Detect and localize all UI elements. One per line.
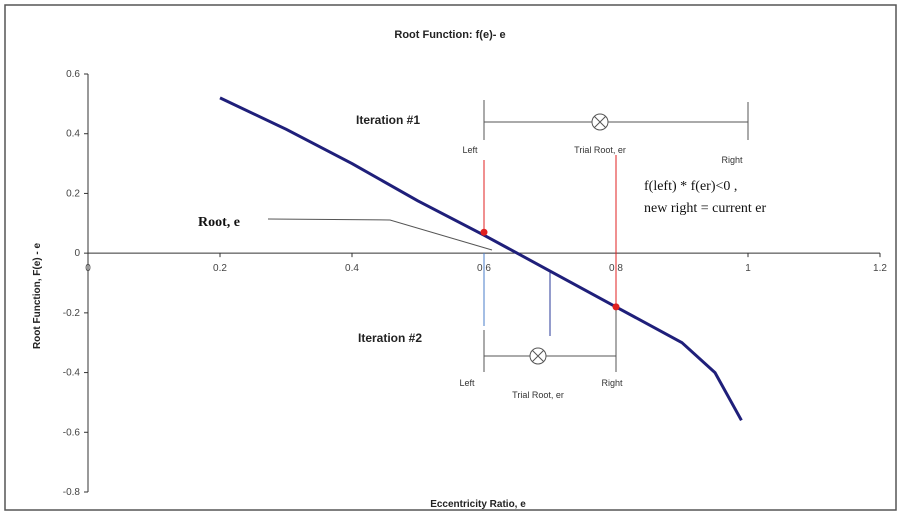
iter2-left-label: Left xyxy=(459,378,475,388)
chart-title: Root Function: f(e)- e xyxy=(394,29,505,41)
x-axis-label: Eccentricity Ratio, e xyxy=(430,499,526,510)
y-tick-label: 0.2 xyxy=(66,188,80,199)
x-tick-label: 1.2 xyxy=(873,263,887,274)
data-point-marker xyxy=(612,303,620,311)
x-tick-label: 0.2 xyxy=(213,263,227,274)
condition-line-2: new right = current er xyxy=(644,201,767,216)
series-layer xyxy=(219,96,743,422)
y-axis-label: Root Function, F(e) - e xyxy=(32,243,43,350)
x-tick-label: 1 xyxy=(745,263,751,274)
condition-line-1: f(left) * f(er)<0 , xyxy=(644,179,737,194)
iter2-right-label: Right xyxy=(601,378,623,388)
y-tick-label: -0.2 xyxy=(63,308,81,319)
data-point-marker xyxy=(480,228,488,236)
iter2-trial-cross-icon xyxy=(532,350,544,362)
iteration-2-label: Iteration #2 xyxy=(358,331,422,345)
y-tick-label: 0 xyxy=(74,248,80,259)
y-tick-label: -0.4 xyxy=(63,368,81,379)
y-tick-label: 0.4 xyxy=(66,129,80,140)
iteration-1-label: Iteration #1 xyxy=(356,113,420,127)
x-tick-label: 0 xyxy=(85,263,91,274)
iter1-trial-label: Trial Root, er xyxy=(574,145,626,155)
root-label: Root, e xyxy=(198,215,240,230)
annotations xyxy=(267,100,749,372)
iter1-left-label: Left xyxy=(462,145,478,155)
root-leader-line xyxy=(267,218,493,251)
y-tick-label: -0.8 xyxy=(63,487,81,498)
y-tick-label: -0.6 xyxy=(63,427,81,438)
series-line xyxy=(219,96,743,422)
iter1-right-label: Right xyxy=(721,155,743,165)
iter1-trial-cross-icon xyxy=(594,116,606,128)
y-tick-label: 0.6 xyxy=(66,69,80,80)
chart-border xyxy=(4,4,897,511)
iter2-trial-label: Trial Root, er xyxy=(512,390,564,400)
x-tick-label: 0.4 xyxy=(345,263,359,274)
